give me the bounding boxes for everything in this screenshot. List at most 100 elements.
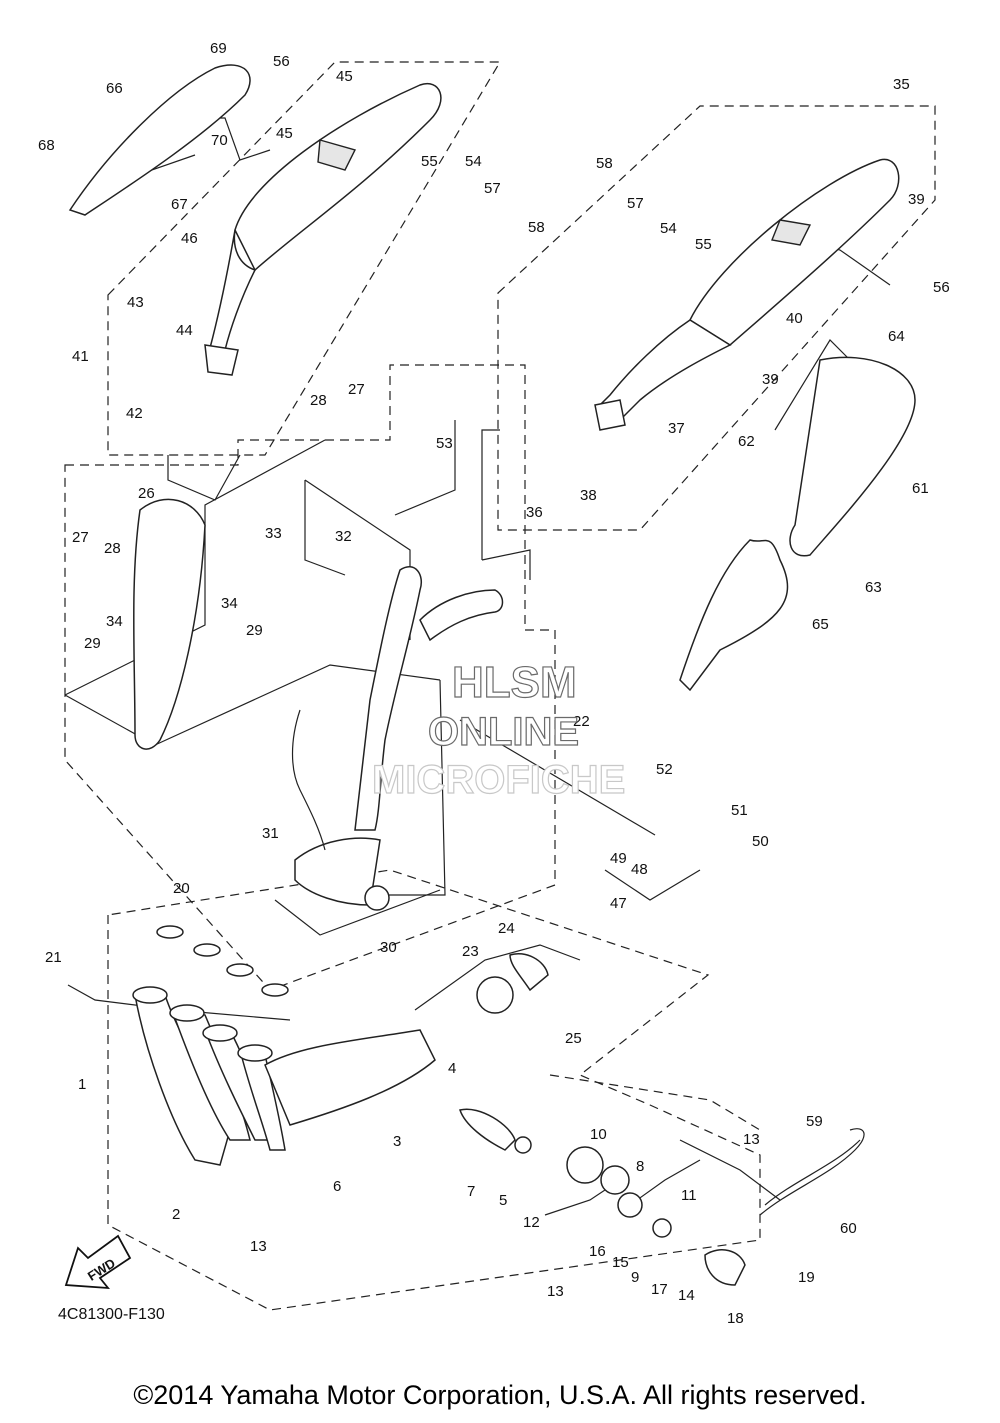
callout-number: 54 (660, 220, 677, 237)
callout-number: 28 (310, 392, 327, 409)
callout-number: 19 (798, 1269, 815, 1286)
exhaust-header (132, 925, 746, 1286)
callout-number: 53 (436, 435, 453, 452)
figure-code: 4C81300-F130 (58, 1306, 165, 1323)
callout-number: 60 (840, 1220, 857, 1237)
watermark-line-2: ONLINE (428, 710, 579, 754)
callout-number: 35 (893, 76, 910, 93)
callout-number: 45 (276, 125, 293, 142)
callout-number: 27 (348, 381, 365, 398)
callout-numbers: 69 56 66 45 68 70 45 55 54 57 58 67 46 4… (38, 40, 950, 1327)
callout-number: 16 (589, 1243, 606, 1260)
callout-number: 38 (580, 487, 597, 504)
callout-number: 29 (246, 622, 263, 639)
callout-number: 6 (333, 1178, 341, 1195)
callout-number: 24 (498, 920, 515, 937)
callout-number: 9 (631, 1269, 639, 1286)
watermark: HLSM ONLINE MICROFICHE (371, 657, 626, 802)
callout-number: 15 (612, 1254, 629, 1271)
callout-number: 20 (173, 880, 190, 897)
callout-number: 14 (678, 1287, 695, 1304)
callout-number: 1 (78, 1076, 86, 1093)
callout-number: 17 (651, 1281, 668, 1298)
callout-number: 40 (786, 310, 803, 327)
callout-number: 41 (72, 348, 89, 365)
callout-number: 66 (106, 80, 123, 97)
callout-number: 56 (933, 279, 950, 296)
callout-number: 11 (681, 1187, 697, 1204)
callout-number: 22 (573, 713, 590, 730)
callout-number: 55 (421, 153, 438, 170)
callout-number: 48 (631, 861, 648, 878)
callout-number: 18 (727, 1310, 744, 1327)
fwd-arrow-icon (64, 1234, 132, 1290)
callout-number: 34 (221, 595, 238, 612)
callout-number: 39 (762, 371, 779, 388)
callout-number: 39 (908, 191, 925, 208)
watermark-line-1: HLSM (452, 658, 577, 707)
callout-number: 31 (262, 825, 279, 842)
mid-pipe (294, 566, 504, 911)
fwd-arrow: FWD (64, 1234, 132, 1290)
left-muffler (204, 82, 442, 376)
callout-number: 13 (250, 1238, 267, 1255)
callout-number: 13 (547, 1283, 564, 1300)
callout-number: 57 (484, 180, 501, 197)
callout-number: 57 (627, 195, 644, 212)
callout-number: 37 (668, 420, 685, 437)
callout-number: 59 (806, 1113, 823, 1130)
callout-number: 32 (335, 528, 352, 545)
callout-number: 63 (865, 579, 882, 596)
callout-number: 3 (393, 1133, 401, 1150)
copyright-notice: ©2014 Yamaha Motor Corporation, U.S.A. A… (133, 1380, 867, 1410)
callout-number: 67 (171, 196, 188, 213)
callout-number: 58 (596, 155, 613, 172)
callout-number: 8 (636, 1158, 644, 1175)
callout-number: 68 (38, 137, 55, 154)
callout-number: 51 (731, 802, 748, 819)
callout-number: 43 (127, 294, 144, 311)
callout-number: 46 (181, 230, 198, 247)
callout-number: 7 (467, 1183, 475, 1200)
watermark-line-3: MICROFICHE (372, 758, 625, 802)
leader-lines (64, 117, 891, 1216)
callout-number: 42 (126, 405, 143, 422)
callout-number: 50 (752, 833, 769, 850)
callout-number: 36 (526, 504, 543, 521)
callout-number: 52 (656, 761, 673, 778)
callout-number: 62 (738, 433, 755, 450)
callout-number: 27 (72, 529, 89, 546)
callout-number: 69 (210, 40, 227, 57)
callout-number: 26 (138, 485, 155, 502)
callout-number: 29 (84, 635, 101, 652)
callout-number: 45 (336, 68, 353, 85)
callout-number: 54 (465, 153, 482, 170)
callout-number: 64 (888, 328, 905, 345)
callout-number: 25 (565, 1030, 582, 1047)
callout-number: 56 (273, 53, 290, 70)
callout-number: 34 (106, 613, 123, 630)
callout-number: 55 (695, 236, 712, 253)
callout-number: 30 (380, 939, 397, 956)
callout-number: 44 (176, 322, 193, 339)
callout-number: 49 (610, 850, 627, 867)
group-outlines (64, 61, 936, 1311)
callout-number: 12 (523, 1214, 540, 1231)
callout-number: 21 (45, 949, 62, 966)
callout-number: 5 (499, 1192, 507, 1209)
callout-number: 58 (528, 219, 545, 236)
callout-number: 65 (812, 616, 829, 633)
callout-number: 23 (462, 943, 479, 960)
callout-number: 47 (610, 895, 627, 912)
callout-number: 61 (912, 480, 929, 497)
callout-number: 33 (265, 525, 282, 542)
callout-number: 13 (743, 1131, 760, 1148)
callout-number: 70 (211, 132, 228, 149)
heat-shields (68, 64, 916, 750)
callout-number: 28 (104, 540, 121, 557)
callout-number: 4 (448, 1060, 456, 1077)
callout-number: 2 (172, 1206, 180, 1223)
servo-cables (291, 709, 865, 1216)
right-muffler (594, 158, 900, 431)
